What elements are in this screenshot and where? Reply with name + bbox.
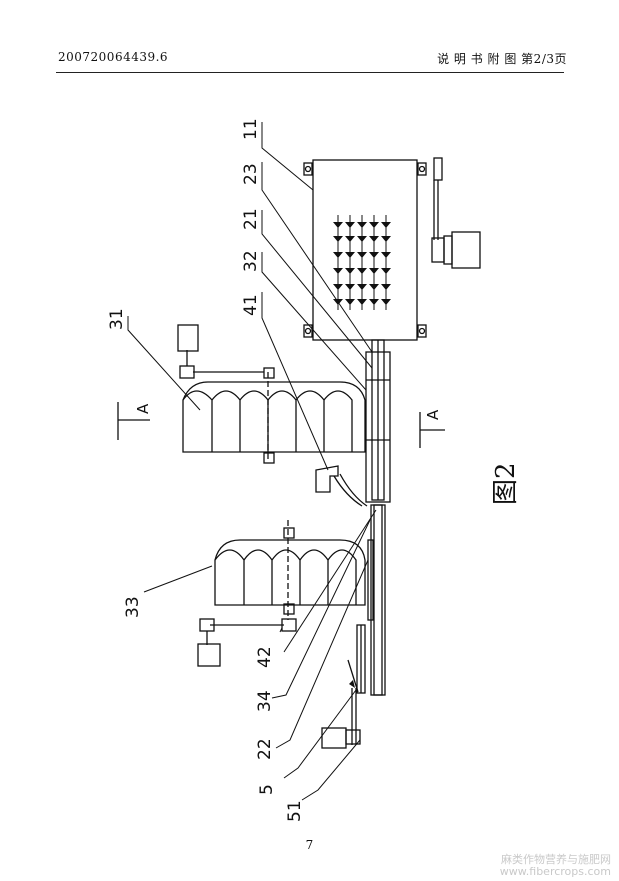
callout-33: 33 [123,596,143,618]
callout-11: 11 [241,118,261,140]
page-number: 7 [305,838,314,852]
callout-5: 5 [257,784,277,795]
section-a-right: A [424,409,442,420]
callout-21: 21 [241,208,261,230]
callout-51: 51 [285,800,305,822]
conveyor-lower [356,504,386,696]
drive-5 [321,659,361,749]
callout-32: 32 [241,250,261,272]
chamber-11 [303,159,427,341]
watermark-url: www.fibercrops.com [499,865,611,878]
watermark-site-name: 麻类作物营养与施肥网 [501,853,611,866]
section-marker-aa [117,402,445,448]
drum-33 [197,520,366,667]
patent-number: 200720064439.6 [58,50,169,64]
header-rule [56,72,564,73]
callout-leaders [127,122,377,801]
conveyor-main [365,339,391,503]
callout-42: 42 [255,646,275,668]
callout-34: 34 [255,690,275,712]
callout-23: 23 [241,163,261,185]
callout-41: 41 [241,294,261,316]
feed-hopper-41 [315,465,368,507]
drum-31 [177,324,366,464]
page-header-title: 说 明 书 附 图 第2/3页 [437,52,567,66]
callout-31: 31 [107,308,127,330]
motor-chamber-drive [431,157,481,269]
section-a-left: A [134,403,152,414]
callout-22: 22 [255,738,275,760]
figure-caption: 图2 [491,462,521,505]
